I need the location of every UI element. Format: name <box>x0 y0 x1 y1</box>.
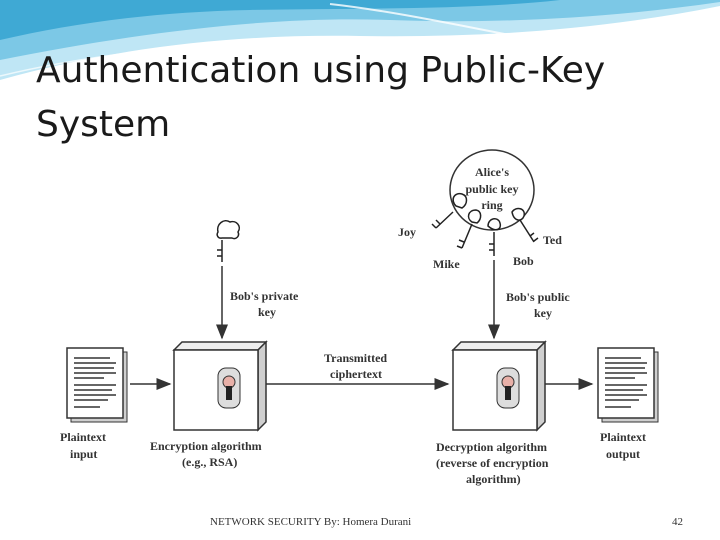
plaintext-input-document <box>66 347 128 423</box>
slide-title: Authentication using Public-Key System <box>36 44 676 152</box>
transmitted-label-1: Transmitted <box>324 351 387 365</box>
private-key-label-1: Bob's private <box>230 289 299 303</box>
ted-key-icon <box>511 207 539 243</box>
encryption-algorithm-box <box>172 340 268 432</box>
joy-key-icon <box>431 192 468 229</box>
title-line-2: System <box>36 104 171 145</box>
encryption-label-2: (e.g., RSA) <box>182 455 237 469</box>
key-ring-label-2: public key <box>465 182 518 196</box>
public-key-label-1: Bob's public <box>506 290 570 304</box>
bob-private-key-icon <box>216 220 241 262</box>
transmitted-label-2: ciphertext <box>330 367 382 381</box>
mike-key-icon <box>456 209 482 249</box>
key-ring-label-1: Alice's <box>475 165 509 179</box>
plaintext-output-document <box>597 347 659 423</box>
page-number: 42 <box>672 516 683 528</box>
plaintext-output-label-2: output <box>606 447 640 461</box>
private-key-label-2: key <box>258 305 276 319</box>
ring-owner-mike: Mike <box>433 257 460 271</box>
title-line-1: Authentication using Public-Key <box>36 50 606 91</box>
slide-footer: NETWORK SECURITY By: Homera Durani <box>210 516 412 528</box>
key-ring-label-3: ring <box>481 198 502 212</box>
decryption-label-2: (reverse of encryption <box>436 456 549 470</box>
ring-owner-joy: Joy <box>398 225 416 239</box>
plaintext-input-label-2: input <box>70 447 97 461</box>
public-key-label-2: key <box>534 306 552 320</box>
header-wave-decoration <box>0 0 720 80</box>
encryption-label-1: Encryption algorithm <box>150 439 262 453</box>
bob-key-icon <box>487 218 502 256</box>
plaintext-output-label-1: Plaintext <box>600 430 646 444</box>
decryption-label-1: Decryption algorithm <box>436 440 547 454</box>
ring-owner-bob: Bob <box>513 254 534 268</box>
decryption-label-3: algorithm) <box>466 472 521 486</box>
plaintext-input-label-1: Plaintext <box>60 430 106 444</box>
ring-owner-ted: Ted <box>543 233 562 247</box>
decryption-algorithm-box <box>451 340 547 432</box>
